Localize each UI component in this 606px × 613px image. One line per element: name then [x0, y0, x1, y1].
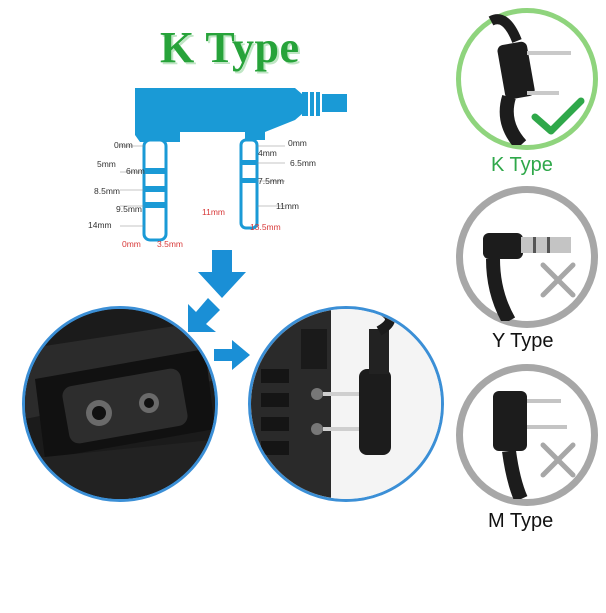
- dim-label: 0mm: [288, 138, 307, 148]
- y-type-label: Y Type: [492, 330, 554, 352]
- k-plug-schematic: [120, 88, 347, 242]
- plug-photo: [251, 309, 441, 499]
- down-arrow-icon: [198, 250, 246, 298]
- check-icon: [531, 97, 585, 135]
- m-plug-image: [493, 391, 567, 502]
- dim-label: 9.5mm: [116, 204, 142, 214]
- dim-label: 6.5mm: [290, 158, 316, 168]
- plug-inserted-photo: [248, 306, 444, 502]
- radio-jack-closeup: [22, 306, 218, 502]
- m-type-label: M Type: [488, 510, 554, 532]
- dim-label: 13.5mm: [250, 222, 281, 232]
- k-type-heading: K Type: [160, 23, 300, 72]
- dim-label: 0mm: [114, 140, 133, 150]
- k-plug-image: [488, 14, 571, 150]
- dim-label: 8.5mm: [94, 186, 120, 196]
- k-type-option: [456, 8, 598, 150]
- dim-label: 11mm: [276, 201, 299, 211]
- right-arrow-icon: [214, 340, 250, 370]
- m-type-option: [456, 364, 598, 506]
- down-left-arrow-icon: [188, 298, 220, 332]
- dim-label: 7.5mm: [258, 176, 284, 186]
- dim-label: 3.5mm: [157, 239, 183, 249]
- cross-icon: [540, 262, 576, 298]
- k-type-label: K Type: [491, 154, 553, 176]
- dim-label: 5mm: [97, 159, 116, 169]
- plug-dimension-diagram: 0mm 5mm 6mm 8.5mm 9.5mm 14mm 0mm 4mm 6.5…: [80, 80, 370, 260]
- y-plug-image: [483, 233, 571, 325]
- dim-label: 14mm: [88, 220, 112, 230]
- jack-photo: [25, 309, 215, 499]
- cross-icon: [540, 442, 576, 478]
- dim-label: 11mm: [202, 207, 225, 217]
- dim-label: 6mm: [126, 166, 145, 176]
- dim-label: 0mm: [122, 239, 141, 249]
- dim-label: 4mm: [258, 148, 277, 158]
- y-type-option: [456, 186, 598, 328]
